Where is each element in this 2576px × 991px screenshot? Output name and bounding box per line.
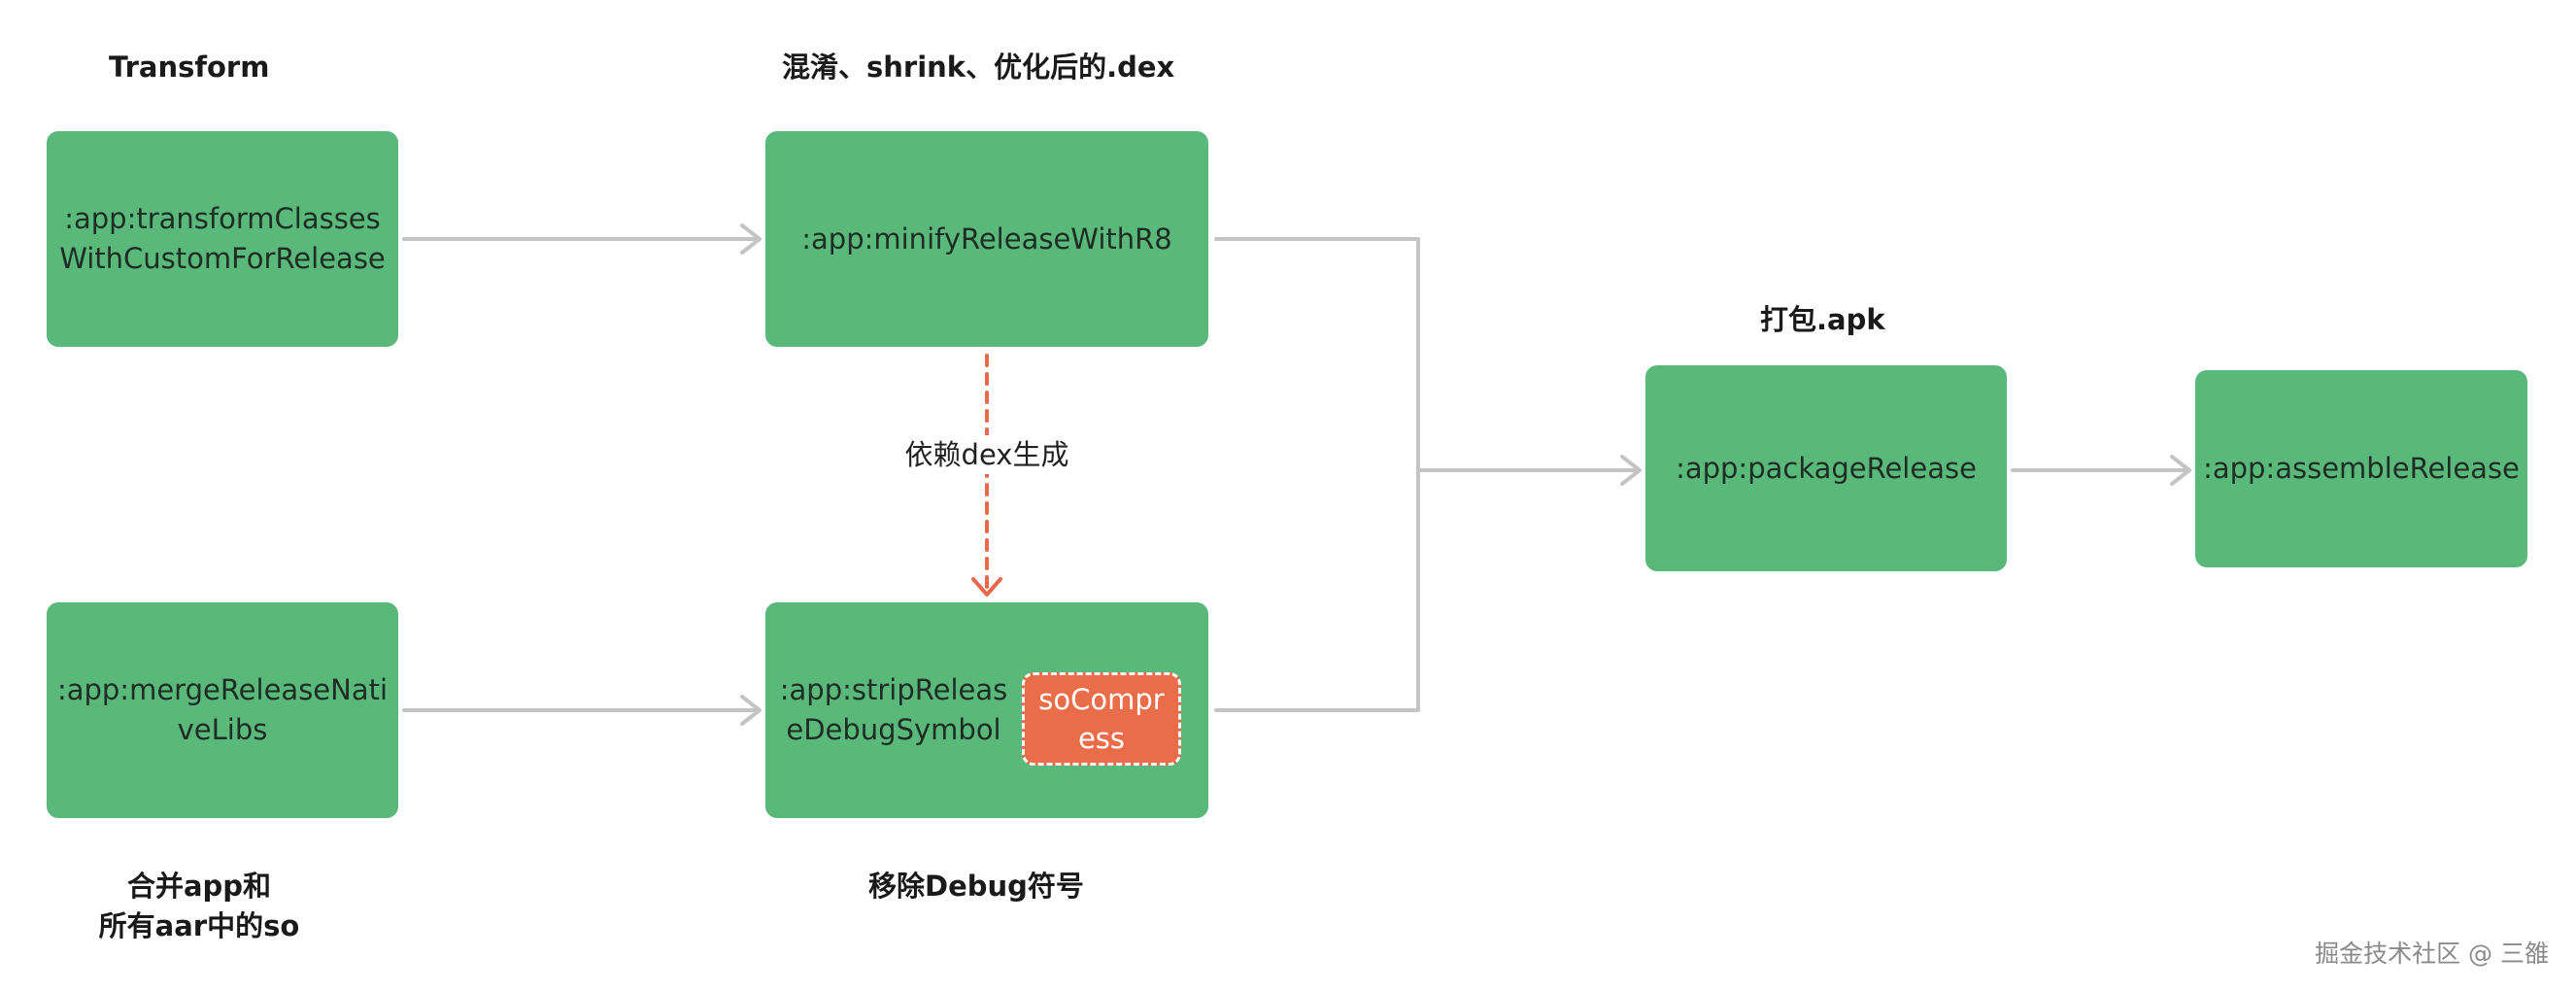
node-minify-release-text: :app:minifyReleaseWithR8: [801, 222, 1172, 256]
node-assemble-release-text: :app:assembleRelease: [2203, 452, 2520, 485]
arrowhead-minify: [740, 223, 762, 255]
label-merge-so: 合并app和 所有aar中的so: [78, 867, 321, 946]
label-strip-debug: 移除Debug符号: [868, 870, 1084, 903]
node-so-compress-text: soCompress: [1038, 683, 1165, 755]
node-package-release[interactable]: :app:packageRelease: [1645, 365, 2007, 571]
arrowhead-strip: [740, 695, 762, 726]
arrowhead-package: [1620, 455, 1642, 486]
connector-minify-join: [1214, 237, 1420, 712]
watermark: 掘金技术社区 @ 三雒: [2315, 940, 2549, 968]
node-so-compress[interactable]: soCompress: [1022, 672, 1181, 766]
node-assemble-release[interactable]: :app:assembleRelease: [2195, 370, 2527, 567]
node-merge-native-libs[interactable]: :app:mergeReleaseNativeLibs: [47, 602, 398, 818]
dependency-arrowhead: [971, 577, 1002, 597]
dependency-label: 依赖dex生成: [894, 435, 1080, 474]
label-minify-output: 混淆、shrink、优化后的.dex: [782, 51, 1175, 84]
node-transform-classes[interactable]: :app:transformClassesWithCustomForReleas…: [47, 131, 398, 347]
arrowhead-assemble: [2170, 455, 2191, 486]
label-merge-so-line2: 所有aar中的so: [98, 909, 300, 942]
node-strip-debug-symbol-text: :app:stripReleaseDebugSymbol: [779, 673, 1008, 746]
node-minify-release[interactable]: :app:minifyReleaseWithR8: [765, 131, 1208, 347]
node-merge-native-libs-text: :app:mergeReleaseNativeLibs: [56, 673, 389, 746]
label-merge-so-line1: 合并app和: [126, 870, 272, 903]
label-package-apk: 打包.apk: [1760, 303, 1885, 336]
node-transform-classes-text: :app:transformClassesWithCustomForReleas…: [59, 202, 386, 275]
label-transform: Transform: [109, 51, 270, 84]
node-package-release-text: :app:packageRelease: [1676, 451, 1977, 485]
